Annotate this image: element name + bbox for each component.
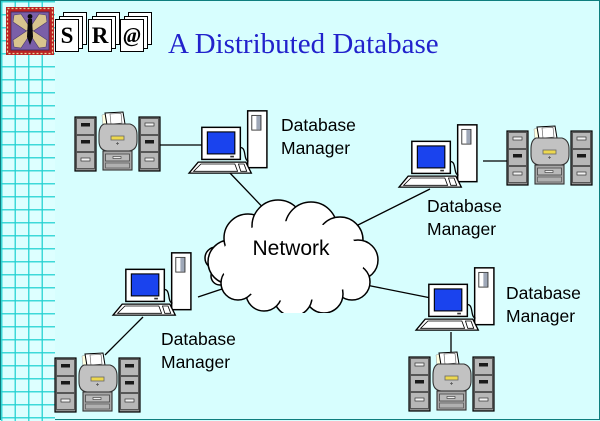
computer-monitor-icon <box>201 126 242 161</box>
paper-stack-at: @ <box>120 12 152 53</box>
computer-workstation-icon <box>111 252 192 316</box>
db-manager-label-bottom-right: Database Manager <box>506 283 581 326</box>
paper-stack-s: S <box>55 12 87 53</box>
file-cabinet-cluster-icon <box>54 352 141 413</box>
db-manager-label-bottom-left: Database Manager <box>161 329 236 372</box>
file-cabinet-cluster-icon <box>506 125 593 186</box>
computer-tower-icon <box>473 267 495 326</box>
file-cabinet-icon <box>570 130 593 186</box>
open-cabinet-icon <box>530 125 570 185</box>
computer-tower-icon <box>246 110 268 169</box>
slide-title: A Distributed Database <box>168 28 439 60</box>
open-cabinet-icon <box>78 352 118 412</box>
network-label: Network <box>252 237 330 260</box>
stack-letter: R <box>91 23 109 48</box>
connection-line-computer2-cloud <box>355 188 431 227</box>
connection-line-cloud-computer4 <box>365 284 432 299</box>
file-cabinet-icon <box>138 116 161 172</box>
file-cabinet-icon <box>408 356 431 412</box>
file-cabinet-icon <box>54 357 77 413</box>
cable <box>450 160 459 176</box>
file-cabinet-cluster-icon <box>408 351 495 412</box>
computer-workstation-icon <box>414 267 495 331</box>
file-cabinet-cluster-icon <box>74 111 161 172</box>
computer-tower-icon <box>456 124 478 183</box>
stack-letter: S <box>60 23 74 48</box>
connection-line-computer3-cabinets3 <box>104 316 144 356</box>
computer-keyboard-icon <box>111 303 177 316</box>
cable <box>164 288 173 304</box>
db-manager-label-top-left: Database Manager <box>281 115 356 158</box>
paper-stack-r: R <box>88 12 120 53</box>
file-cabinet-icon <box>118 357 141 413</box>
cable <box>467 303 476 319</box>
computer-monitor-icon <box>428 283 469 318</box>
open-cabinet-icon <box>98 111 138 171</box>
sra-bird-logo-icon <box>6 7 54 55</box>
computer-tower-icon <box>170 252 192 311</box>
cable <box>240 146 249 162</box>
db-manager-label-top-right: Database Manager <box>427 196 502 239</box>
file-cabinet-icon <box>506 130 529 186</box>
computer-keyboard-icon <box>397 175 463 188</box>
computer-keyboard-icon <box>414 318 480 331</box>
computer-workstation-icon <box>397 124 478 188</box>
computer-monitor-icon <box>125 268 166 303</box>
open-cabinet-icon <box>432 351 472 411</box>
paper-page: R <box>88 19 112 52</box>
grid-paper-strip <box>1 1 55 421</box>
network-cloud-icon <box>204 199 379 313</box>
paper-page: S <box>55 19 79 52</box>
computer-keyboard-icon <box>187 161 253 174</box>
file-cabinet-icon <box>472 356 495 412</box>
file-cabinet-icon <box>74 116 97 172</box>
computer-workstation-icon <box>187 110 268 174</box>
paper-page: @ <box>120 19 144 52</box>
computer-monitor-icon <box>411 140 452 175</box>
stack-letter: @ <box>123 23 141 47</box>
